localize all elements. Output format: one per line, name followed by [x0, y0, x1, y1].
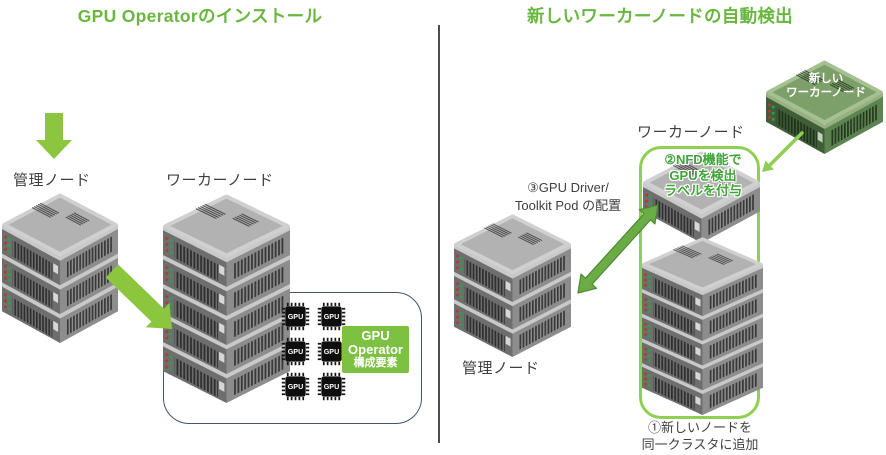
new-worker-node-label: 新しい ワーカーノード — [770, 72, 882, 100]
gpu-operator-box-line1: GPU — [361, 328, 390, 343]
gpu-chip: GPU — [317, 372, 346, 401]
step1-line2: 同一クラスタに追加 — [641, 437, 759, 452]
left-mgmt-node-stack — [2, 193, 118, 343]
gpu-operator-components-box: GPU Operator 構成要素 — [342, 326, 409, 373]
right-worker-node-label: ワーカーノード — [637, 124, 745, 141]
left-panel-title: GPU Operatorのインストール — [77, 6, 323, 26]
gpu-chip-icon: GPU — [317, 302, 346, 331]
right-panel-title: 新しいワーカーノードの自動検出 — [527, 6, 793, 26]
server-stack-graphic — [643, 151, 760, 243]
right-worker-node-stack — [642, 237, 763, 415]
gpu-chip-icon: GPU — [281, 372, 310, 401]
gpu-chip: GPU — [281, 302, 310, 331]
gpu-chip-label: GPU — [324, 383, 339, 391]
left-mgmt-node-label: 管理ノード — [13, 172, 91, 189]
server-stack-graphic — [642, 237, 763, 415]
gpu-chip-icon: GPU — [317, 372, 346, 401]
step2-caption: ②NFD機能で GPUを検出 ラベルを付与 — [645, 152, 761, 199]
gpu-chips-grid: GPU GPU GPU GPU GPU GPU — [281, 302, 347, 402]
join-cluster-arrow-head — [762, 160, 774, 172]
gpu-chip-label: GPU — [288, 313, 303, 321]
right-mgmt-node-stack — [454, 214, 571, 357]
gpu-chip-icon: GPU — [281, 337, 310, 366]
step2-line2: GPUを検出 — [669, 167, 737, 183]
server-stack-graphic — [766, 60, 883, 154]
step1-line1: ①新しいノードを — [647, 420, 752, 435]
left-worker-node-label: ワーカーノード — [166, 172, 274, 189]
panel-divider — [438, 25, 440, 443]
step2-line1: ②NFD機能で — [664, 152, 742, 167]
server-stack-graphic — [2, 193, 118, 343]
step3-caption: ③GPU Driver/ Toolkit Pod の配置 — [498, 179, 638, 214]
gpu-chip: GPU — [281, 337, 310, 366]
gpu-chip-label: GPU — [288, 383, 303, 391]
step3-line2: Toolkit Pod の配置 — [514, 197, 622, 213]
right-worker-single-node — [643, 151, 760, 243]
left-worker-node-stack — [163, 194, 290, 403]
gpu-chip: GPU — [281, 372, 310, 401]
server-stack-graphic — [163, 194, 290, 403]
gpu-chip-icon: GPU — [281, 302, 310, 331]
step1-caption: ①新しいノードを 同一クラスタに追加 — [622, 419, 778, 453]
new-worker-node-label-line2: ワーカーノード — [786, 87, 866, 99]
step3-line1: ③GPU Driver/ — [527, 180, 609, 195]
new-worker-node-box — [766, 60, 883, 154]
gpu-chip-label: GPU — [324, 348, 339, 356]
step2-line3: ラベルを付与 — [663, 183, 742, 198]
new-worker-node-label-line1: 新しい — [808, 73, 844, 85]
install-down-arrow — [36, 113, 72, 159]
gpu-chip-label: GPU — [324, 313, 339, 321]
gpu-chip-label: GPU — [288, 348, 303, 356]
gpu-chip: GPU — [317, 302, 346, 331]
gpu-operator-box-line2: Operator — [348, 342, 403, 357]
gpu-operator-box-line3: 構成要素 — [353, 357, 398, 369]
right-mgmt-node-label: 管理ノード — [462, 360, 540, 377]
server-stack-graphic — [454, 214, 571, 357]
